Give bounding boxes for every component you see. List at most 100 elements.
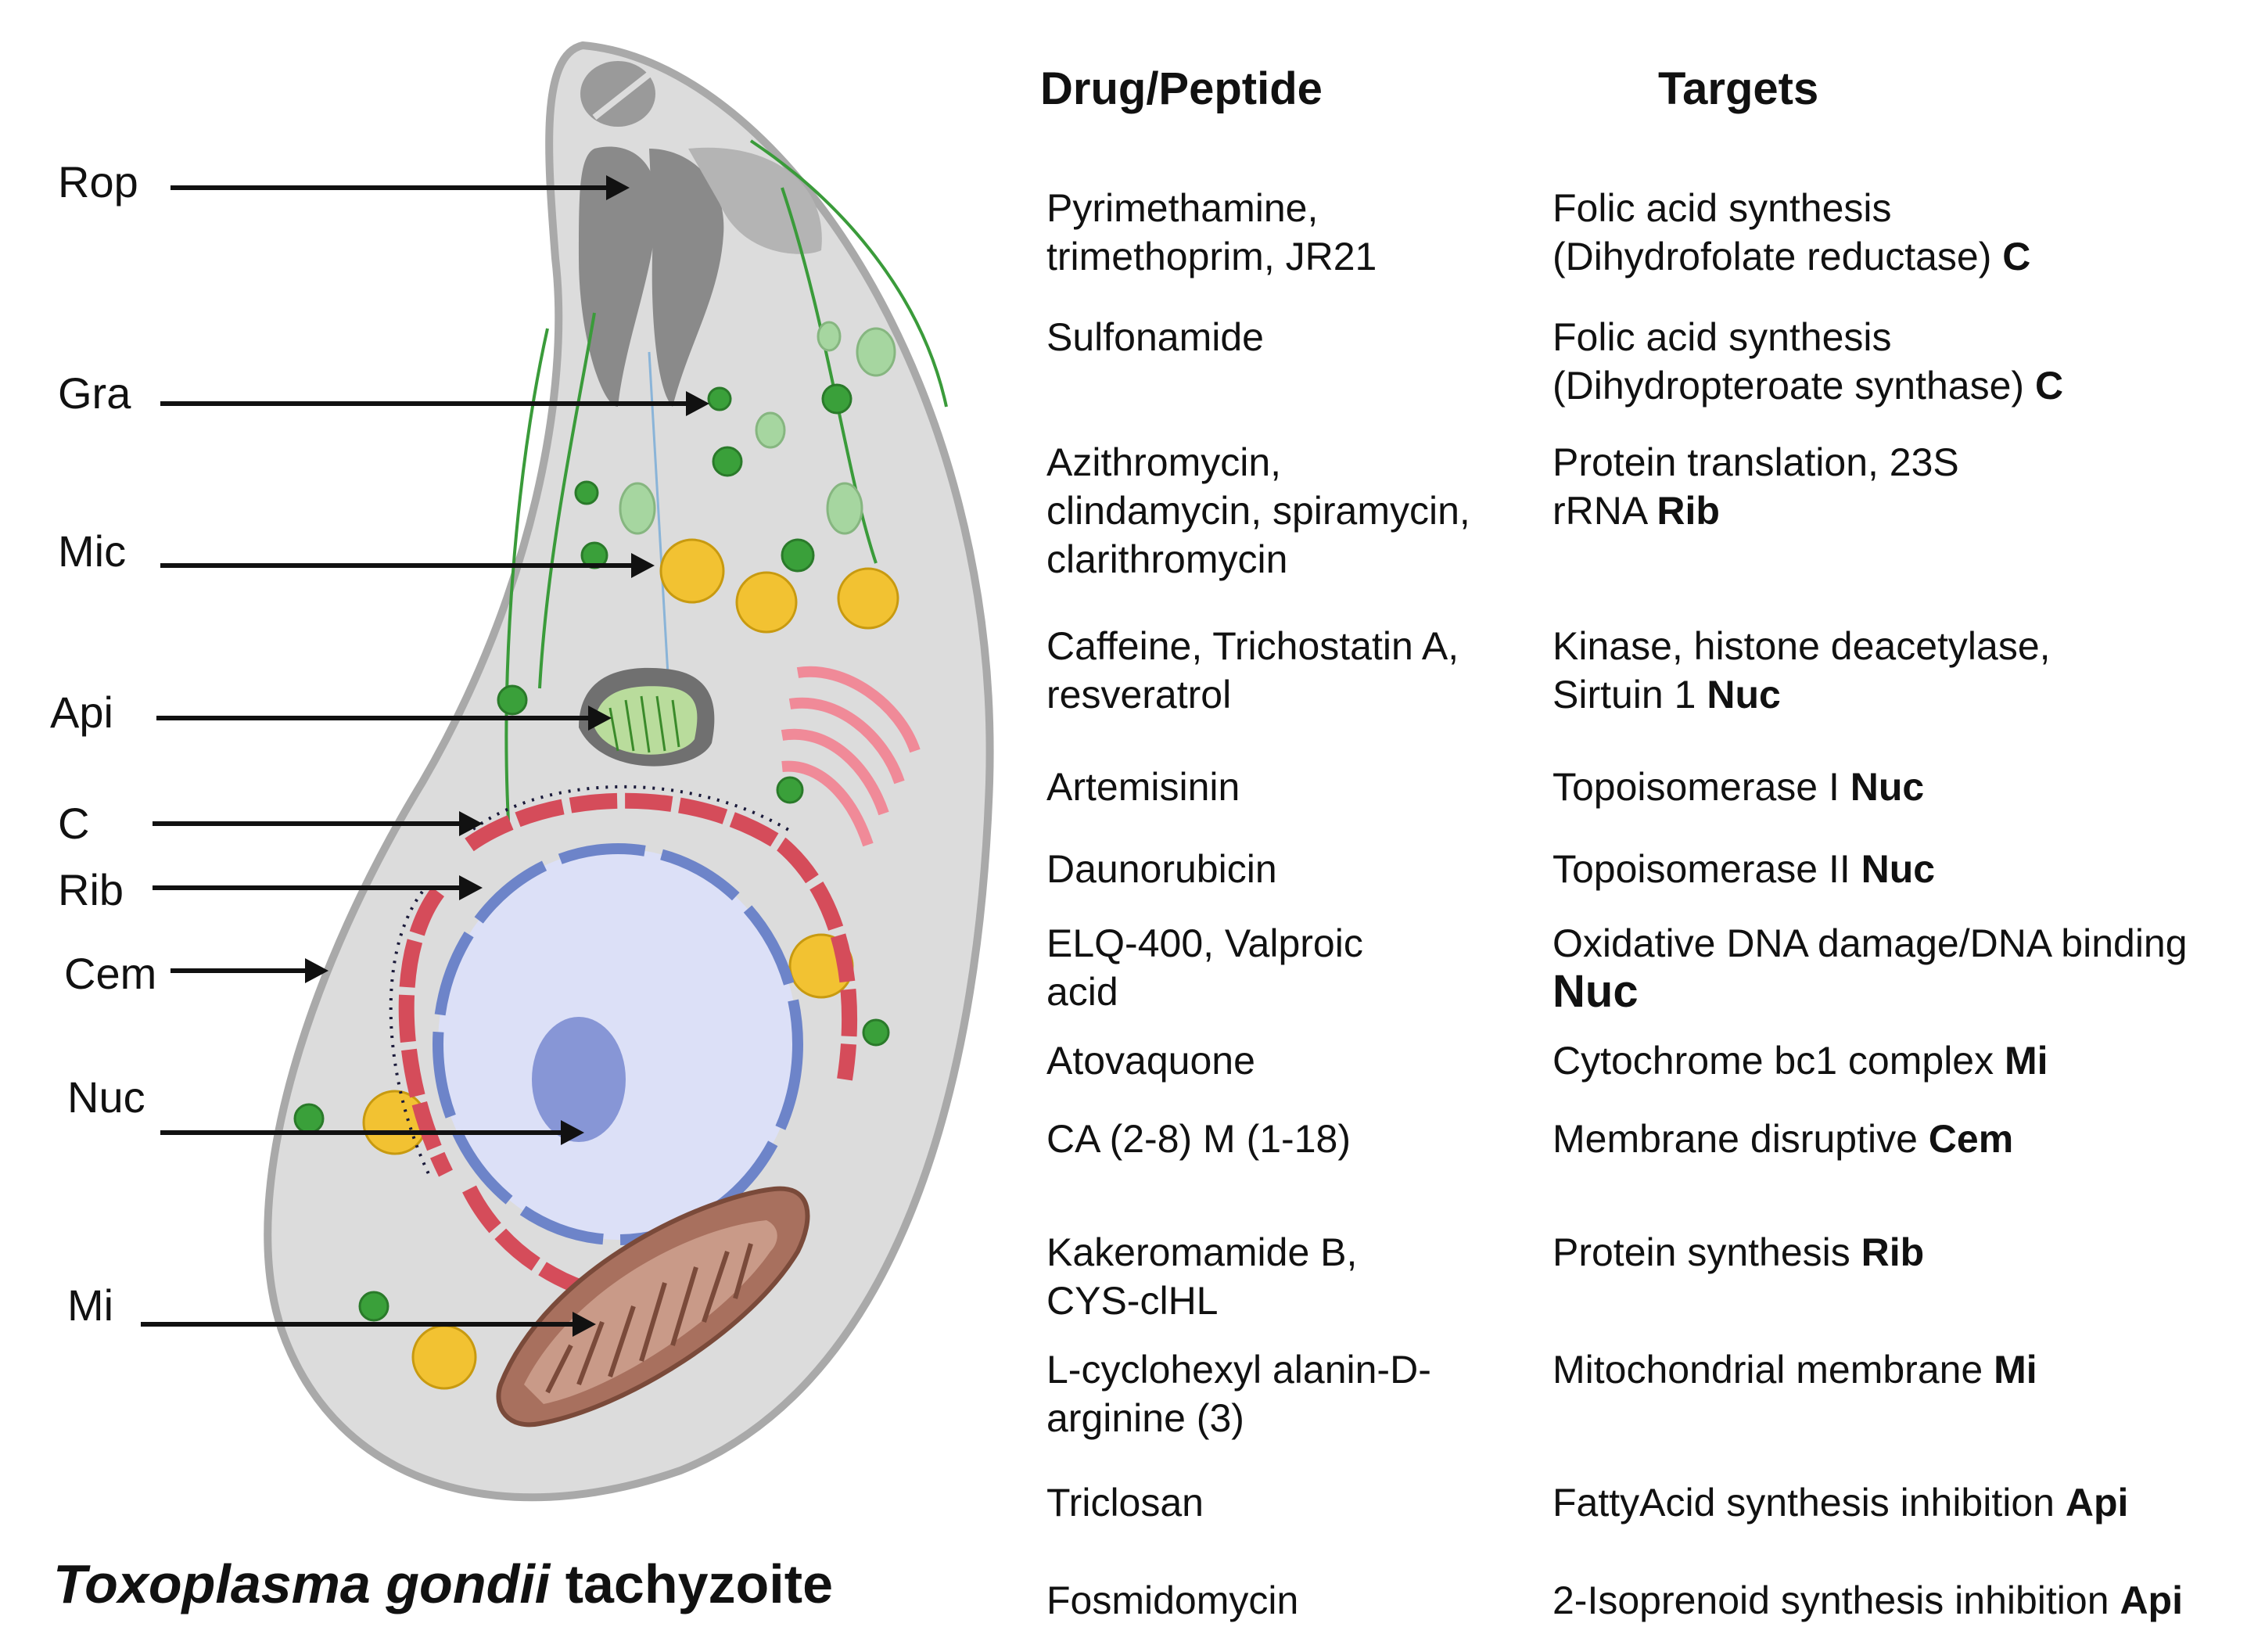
target-cell: Mitochondrial membrane Mi: [1552, 1345, 2037, 1394]
label-rib: Rib: [58, 865, 124, 914]
target-site: Api: [2065, 1481, 2129, 1525]
target-site: Nuc: [1850, 765, 1925, 809]
label-gra: Gra: [58, 368, 131, 418]
arrow-mic: [160, 553, 655, 578]
drug-cell: Triclosan: [1046, 1478, 1204, 1527]
target-cell: Topoisomerase II Nuc: [1552, 845, 1935, 893]
target-site: C: [2002, 235, 2031, 278]
target-cell: FattyAcid synthesis inhibition Api: [1552, 1478, 2128, 1527]
drug-line: CA (2-8) M (1-18): [1046, 1117, 1351, 1161]
target-cell: Kinase, histone deacetylase, Sirtuin 1 Nu…: [1552, 622, 2051, 719]
target-cell: Cytochrome bc1 complex Mi: [1552, 1036, 2048, 1085]
drug-line: trimethoprim, JR21: [1046, 235, 1377, 278]
label-cem: Cem: [64, 949, 157, 998]
target-cell: 2-Isoprenoid synthesis inhibition Api: [1552, 1576, 2183, 1625]
drug-line: ELQ-400, Valproic: [1046, 921, 1363, 965]
arrow-cem: [171, 958, 328, 983]
drug-line: Triclosan: [1046, 1481, 1204, 1525]
label-nuc: Nuc: [67, 1072, 145, 1122]
mitochondrion: [496, 1186, 810, 1428]
drug-line: Caffeine, Trichostatin A,: [1046, 624, 1459, 668]
target-site: C: [2034, 364, 2064, 408]
drug-line: acid: [1046, 970, 1118, 1014]
nucleolus: [532, 1017, 626, 1142]
drug-line: Fosmidomycin: [1046, 1578, 1299, 1622]
drug-cell: CA (2-8) M (1-18): [1046, 1115, 1351, 1163]
header-drug: Drug/Peptide: [1040, 63, 1323, 114]
arrow-mi: [141, 1312, 596, 1337]
drug-cell: Artemisinin: [1046, 763, 1240, 811]
target-line: Sirtuin 1: [1552, 673, 1696, 716]
target-cell: Folic acid synthesis (Dihydropteroate syn…: [1552, 313, 2063, 410]
arrow-rib: [153, 875, 483, 900]
target-line: Cytochrome bc1 complex: [1552, 1039, 1994, 1083]
target-site: Mi: [1994, 1348, 2037, 1392]
target-site: Nuc: [1552, 966, 1639, 1017]
target-line: Oxidative DNA damage/DNA binding: [1552, 921, 2188, 965]
drug-cell: Atovaquone: [1046, 1036, 1255, 1085]
drug-cell: Sulfonamide: [1046, 313, 1264, 361]
drug-line: Pyrimethamine,: [1046, 186, 1319, 230]
drug-cell: Daunorubicin: [1046, 845, 1277, 893]
target-site: Rib: [1861, 1230, 1925, 1274]
drug-cell: Azithromycin,clindamycin, spiramycin,cla…: [1046, 438, 1470, 584]
target-cell: Folic acid synthesis(Dihydrofolate reduc…: [1552, 184, 2030, 281]
drug-line: Kakeromamide B,: [1046, 1230, 1358, 1274]
drug-cell: ELQ-400, Valproic acid: [1046, 919, 1363, 1016]
label-mic: Mic: [58, 526, 127, 576]
target-line: Topoisomerase I: [1552, 765, 1840, 809]
arrow-c: [153, 811, 483, 836]
drug-line: L-cyclohexyl alanin-D-: [1046, 1348, 1431, 1392]
golgi: [781, 666, 921, 847]
drug-cell: Pyrimethamine, trimethoprim, JR21: [1046, 184, 1377, 281]
drug-line: Artemisinin: [1046, 765, 1240, 809]
label-mi: Mi: [67, 1280, 114, 1330]
rhoptries: [579, 146, 822, 407]
label-c: C: [58, 799, 90, 848]
drug-line: CYS-clHL: [1046, 1279, 1219, 1323]
target-cell: Protein synthesis Rib: [1552, 1228, 1924, 1277]
drug-line: clarithromycin: [1046, 537, 1288, 581]
figure-caption: Toxoplasma gondii tachyzoite: [53, 1553, 833, 1615]
target-line: (Dihydrofolate reductase): [1552, 235, 1992, 278]
arrow-api: [156, 706, 612, 731]
toxoplasma-cell-diagram: Rop Gra Mic Api C Rib Cem Nuc Mi Toxopla…: [0, 0, 1017, 1648]
drug-line: clindamycin, spiramycin,: [1046, 489, 1470, 533]
target-site: Api: [2120, 1578, 2183, 1622]
target-cell: Topoisomerase I Nuc: [1552, 763, 1924, 811]
dense-granules: [293, 383, 890, 1322]
target-site: Mi: [2005, 1039, 2048, 1083]
target-cell: Membrane disruptive Cem: [1552, 1115, 2013, 1163]
drug-cell: Kakeromamide B, CYS-clHL: [1046, 1228, 1357, 1325]
target-line: Kinase, histone deacetylase,: [1552, 624, 2051, 668]
target-line: Topoisomerase II: [1552, 847, 1850, 891]
target-site: Nuc: [1707, 673, 1781, 716]
drug-cell: L-cyclohexyl alanin-D-arginine (3): [1046, 1345, 1431, 1442]
target-line: rRNA: [1552, 489, 1646, 533]
target-line: Folic acid synthesis: [1552, 315, 1892, 359]
drug-cell: Caffeine, Trichostatin A, resveratrol: [1046, 622, 1459, 719]
drug-line: resveratrol: [1046, 673, 1232, 716]
target-line: FattyAcid synthesis inhibition: [1552, 1481, 2055, 1525]
target-line: 2-Isoprenoid synthesis inhibition: [1552, 1578, 2109, 1622]
yellow-vesicles: [362, 538, 899, 1390]
header-targets: Targets: [1658, 63, 1819, 114]
arrow-gra: [160, 391, 709, 416]
target-line: Membrane disruptive: [1552, 1117, 1918, 1161]
target-line: (Dihydropteroate synthase): [1552, 364, 2025, 408]
target-line: Protein synthesis: [1552, 1230, 1850, 1274]
apicoplast: [579, 667, 715, 767]
target-site: Nuc: [1861, 847, 1936, 891]
drug-line: arginine (3): [1046, 1396, 1244, 1440]
target-site: Rib: [1657, 489, 1720, 533]
label-api: Api: [50, 688, 113, 737]
drug-line: Sulfonamide: [1046, 315, 1264, 359]
caption-species: Toxoplasma gondii: [53, 1553, 551, 1614]
conoid: [580, 61, 655, 127]
arrow-rop: [171, 175, 630, 200]
target-line: Protein translation, 23S: [1552, 440, 1959, 484]
target-line: Mitochondrial membrane: [1552, 1348, 1983, 1392]
arrow-nuc: [160, 1120, 584, 1145]
label-rop: Rop: [58, 157, 138, 206]
